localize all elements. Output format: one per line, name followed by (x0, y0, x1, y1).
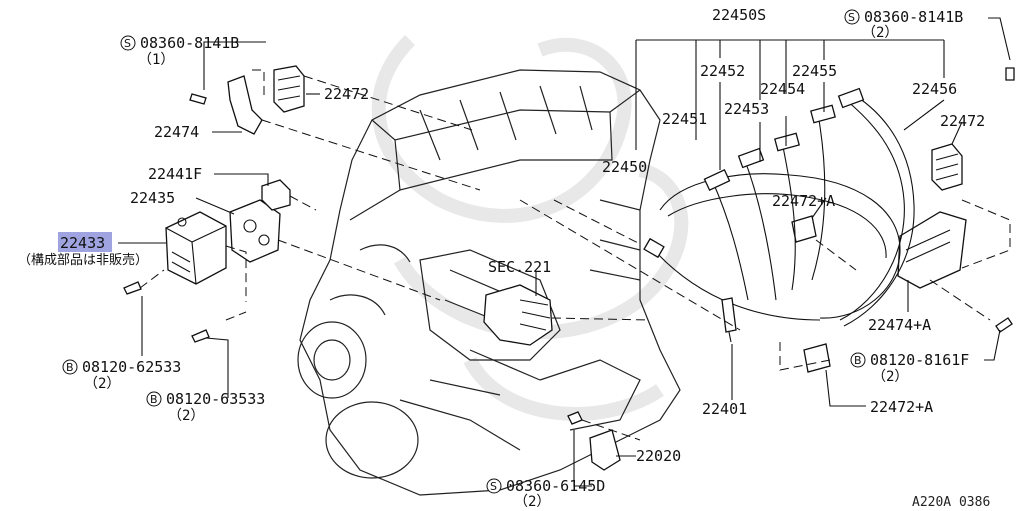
fastener-f2-part: 08360-8141B (864, 8, 963, 26)
callout-22472a-top[interactable]: 22472+A (772, 192, 835, 210)
spark-plug (721, 297, 737, 343)
fastener-f3[interactable]: B 08120-62533 （2） (62, 358, 181, 392)
ignition-coil (165, 211, 227, 285)
fastener-f2[interactable]: S 08360-8141B （2） (844, 8, 963, 41)
callout-22020[interactable]: 22020 (636, 447, 681, 465)
fastener-f1-qty: （1） (138, 52, 174, 68)
fastener-f1-symbol: S (124, 37, 131, 50)
fastener-f5[interactable]: B 08120-8161F （2） (850, 351, 969, 385)
callouts: 22450S 22452 22455 22456 22454 22453 224… (18, 6, 985, 465)
fastener-f3-symbol: B (66, 361, 74, 374)
figure-reference: A220A 0386 (912, 495, 990, 510)
callout-22433-note: （構成部品は非販売） (18, 252, 148, 268)
fastener-f6[interactable]: S 08360-6145D （2） (486, 477, 605, 510)
callout-22450[interactable]: 22450 (602, 158, 647, 176)
callout-22472-right[interactable]: 22472 (940, 112, 985, 130)
callout-22472-left[interactable]: 22472 (324, 85, 369, 103)
wire-clip-left (273, 65, 305, 113)
callout-22450s[interactable]: 22450S (712, 6, 766, 24)
fastener-f1[interactable]: S 08360-8141B （1） (120, 34, 239, 68)
fastener-f5-qty: （2） (872, 369, 908, 385)
fastener-f2-symbol: S (848, 11, 855, 24)
callout-22472a-bottom[interactable]: 22472+A (870, 398, 933, 416)
callout-22474a[interactable]: 22474+A (868, 316, 931, 334)
callout-22455[interactable]: 22455 (792, 62, 837, 80)
fastener-f6-qty: （2） (514, 494, 550, 510)
assembly-lines (139, 69, 1011, 441)
callout-22454[interactable]: 22454 (760, 80, 805, 98)
fastener-f4-part: 08120-63533 (166, 390, 265, 408)
fastener-f5-symbol: B (854, 354, 862, 367)
callout-22433-highlight (58, 232, 112, 252)
fastener-f4-qty: （2） (168, 408, 204, 424)
bracket-22474a (897, 211, 967, 289)
bolts (123, 67, 1015, 425)
fastener-f4[interactable]: B 08120-63533 （2） (146, 390, 265, 424)
distributor (483, 284, 553, 346)
callout-22435[interactable]: 22435 (130, 189, 175, 207)
fastener-f4-symbol: B (150, 393, 158, 406)
callout-22456[interactable]: 22456 (912, 80, 957, 98)
engine-block (297, 69, 681, 496)
sensor-22020 (589, 429, 621, 471)
callout-22401[interactable]: 22401 (702, 400, 747, 418)
callout-22453[interactable]: 22453 (724, 100, 769, 118)
fastener-f3-part: 08120-62533 (82, 358, 181, 376)
callout-22451[interactable]: 22451 (662, 110, 707, 128)
callout-22433[interactable]: 22433 (60, 234, 105, 252)
fastener-f6-symbol: S (490, 480, 497, 493)
watermark (371, 35, 689, 421)
fastener-f3-qty: （2） (84, 376, 120, 392)
wire-clip-right (931, 143, 963, 191)
callout-22441f[interactable]: 22441F (148, 165, 202, 183)
coil-bracket (229, 199, 281, 263)
fastener-f6-part: 08360-6145D (506, 477, 605, 495)
callout-22474[interactable]: 22474 (154, 123, 199, 141)
bracket-22474 (227, 75, 263, 135)
bracket-22441f (261, 179, 291, 211)
fastener-f2-qty: （2） (862, 25, 898, 41)
wire-clip-a-bottom (803, 343, 831, 373)
fastener-f1-part: 08360-8141B (140, 34, 239, 52)
ignition-wire-set (643, 87, 915, 327)
fastener-f5-part: 08120-8161F (870, 351, 969, 369)
callout-22452[interactable]: 22452 (700, 62, 745, 80)
leader-lines (118, 17, 1011, 487)
section-ref-sec221[interactable]: SEC.221 (488, 258, 551, 276)
